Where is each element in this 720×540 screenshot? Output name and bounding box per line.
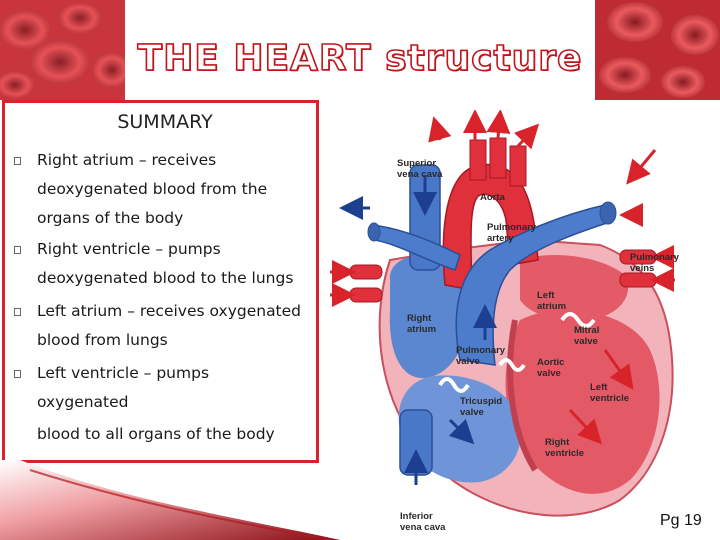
blood-cells-image-left: [0, 0, 125, 100]
page-number: Pg 19: [660, 512, 702, 529]
septum: [507, 319, 538, 472]
left-ventricle-chamber: [505, 310, 660, 494]
bullet-text: blood to all organs of the body: [37, 425, 275, 443]
bullet-text: oxygenated: [37, 393, 129, 411]
slide-title: THE HEART structure: [137, 37, 583, 80]
bullet-marker: [14, 157, 21, 165]
mitral-valve-shape: [560, 312, 596, 328]
blood-cells-image-right: [595, 0, 720, 100]
aortic-valve-shape: [498, 358, 526, 372]
bullet-text: organs of the body: [37, 209, 184, 227]
bullet-text: Left atrium – receives oxygenated: [37, 302, 302, 320]
summary-heading: SUMMARY: [117, 111, 213, 133]
bullet-text: deoxygenated blood to the lungs: [37, 269, 294, 287]
decorative-corner-swoosh: [0, 460, 340, 540]
summary-box: [2, 100, 319, 463]
bullet-marker: [14, 246, 21, 254]
tricuspid-valve-shape: [438, 377, 470, 393]
heart-diagram: [330, 110, 675, 517]
bullet-text: Right ventricle – pumps: [37, 240, 221, 258]
bullet-text: Right atrium – receives: [37, 151, 217, 169]
label-aorta: Aorta: [480, 192, 505, 203]
left-atrium-chamber: [520, 255, 629, 321]
bullet-marker: [14, 370, 21, 378]
bullet-text: blood from lungs: [37, 331, 168, 349]
bullet-text: Left ventricle – pumps: [37, 364, 210, 382]
bullet-marker: [14, 308, 21, 316]
bullet-text: deoxygenated blood from the: [37, 180, 268, 198]
